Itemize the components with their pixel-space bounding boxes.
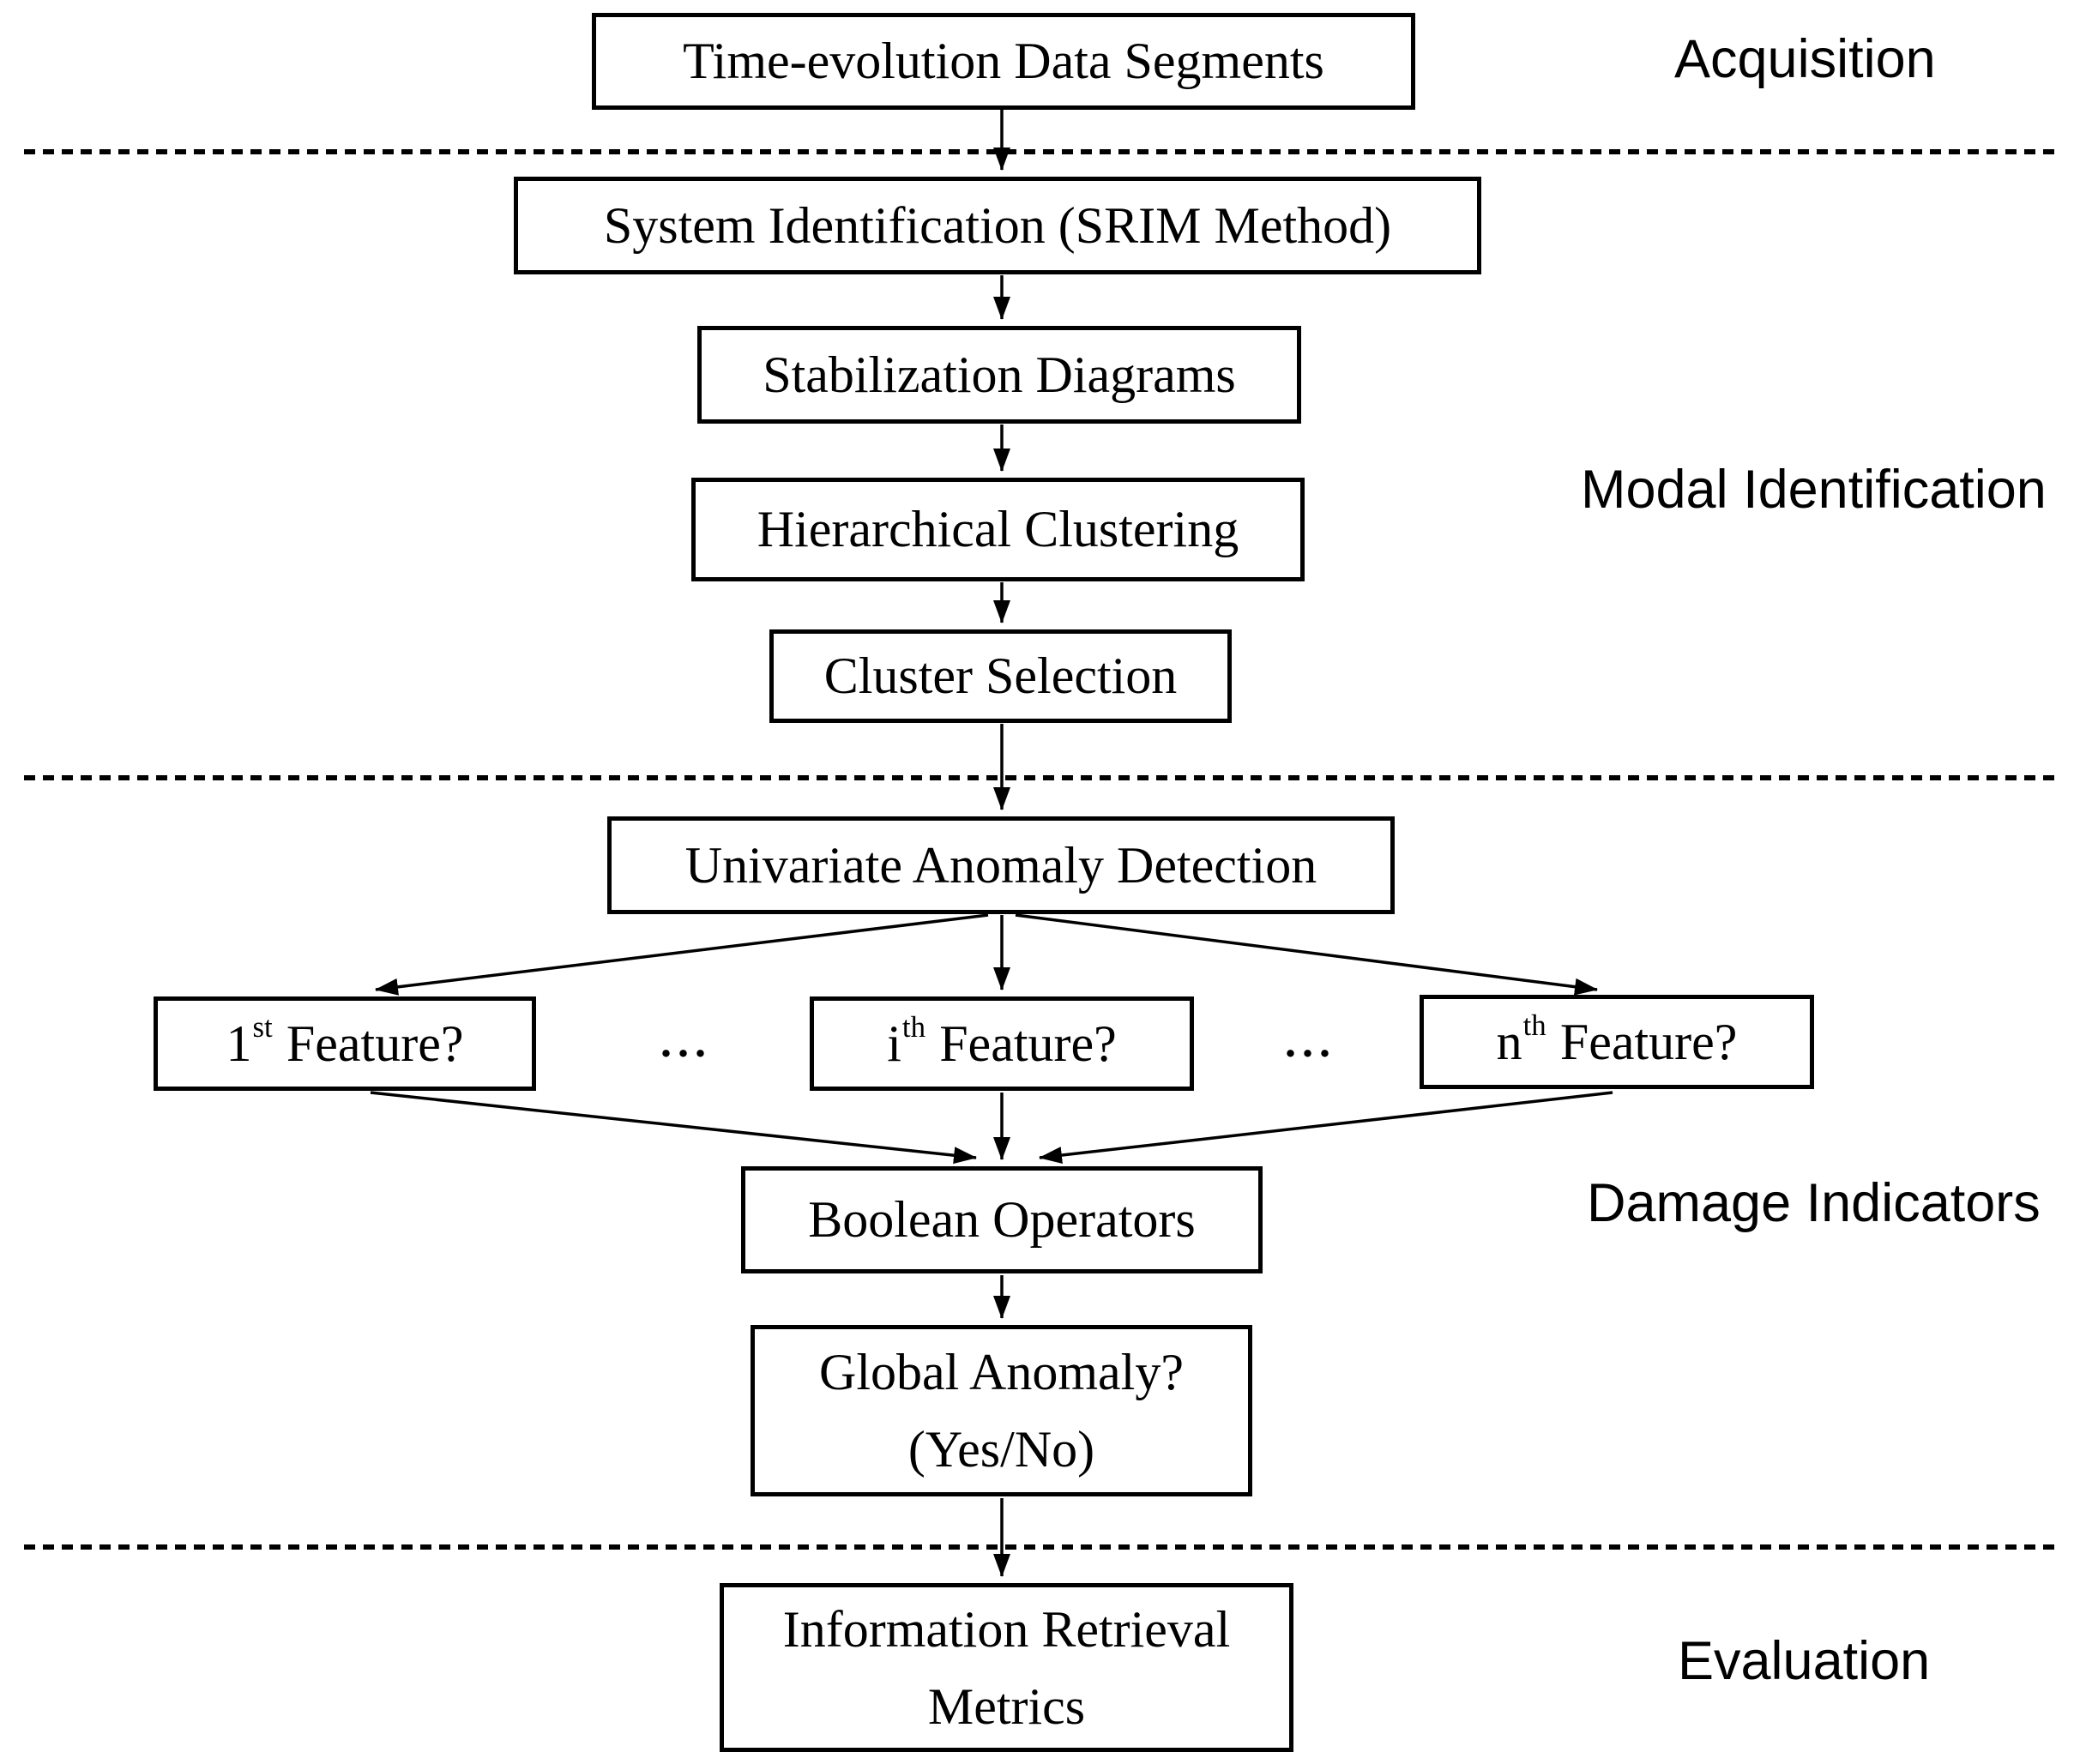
information-retrieval-line2: Metrics xyxy=(927,1677,1086,1735)
nth-feature-base: n xyxy=(1496,1013,1522,1070)
boolean-operators-label: Boolean Operators xyxy=(808,1191,1196,1248)
information-retrieval-metrics-box: Information Retrieval Metrics xyxy=(720,1583,1293,1752)
ellipsis-right: ... xyxy=(1285,1020,1336,1065)
system-identification-box: System Identification (SRIM Method) xyxy=(514,177,1481,274)
stabilization-diagrams-box: Stabilization Diagrams xyxy=(697,326,1301,424)
arrow-f1-to-boolean xyxy=(370,1091,977,1165)
stage-label-damage-indicators: Damage Indicators xyxy=(1587,1173,2041,1233)
ith-feature-base: i xyxy=(887,1014,901,1072)
boolean-operators-box: Boolean Operators xyxy=(741,1166,1263,1273)
time-evolution-data-segments-box: Time-evolution Data Segments xyxy=(592,13,1415,110)
stage-label-acquisition: Acquisition xyxy=(1674,29,1936,89)
global-anomaly-line2: (Yes/No) xyxy=(907,1421,1095,1478)
first-feature-superscript: st xyxy=(252,1009,273,1044)
ith-feature-rest: Feature? xyxy=(939,1014,1117,1072)
ith-feature-superscript: th xyxy=(901,1009,925,1044)
time-evolution-data-segments-label: Time-evolution Data Segments xyxy=(683,33,1324,89)
arrow-fn-to-boolean xyxy=(1039,1091,1613,1164)
arrow-univariate-to-f1 xyxy=(375,913,989,996)
nth-feature-superscript: th xyxy=(1522,1008,1546,1042)
hierarchical-clustering-box: Hierarchical Clustering xyxy=(691,478,1305,581)
univariate-anomaly-detection-box: Univariate Anomaly Detection xyxy=(607,816,1395,914)
ellipsis-left: ... xyxy=(660,1020,712,1065)
ellipsis-right-text: ... xyxy=(1285,1018,1336,1067)
first-feature-rest: Feature? xyxy=(286,1014,464,1072)
stage-label-evaluation: Evaluation xyxy=(1678,1631,1931,1691)
univariate-anomaly-detection-label: Univariate Anomaly Detection xyxy=(684,836,1317,894)
information-retrieval-line1: Information Retrieval xyxy=(782,1600,1231,1658)
cluster-selection-label: Cluster Selection xyxy=(823,647,1178,704)
nth-feature-rest: Feature? xyxy=(1559,1013,1738,1070)
first-feature-base: 1 xyxy=(226,1014,252,1072)
hierarchical-clustering-label: Hierarchical Clustering xyxy=(757,501,1239,557)
global-anomaly-box: Global Anomaly? (Yes/No) xyxy=(751,1325,1252,1496)
ellipsis-left-text: ... xyxy=(660,1018,712,1067)
global-anomaly-line1: Global Anomaly? xyxy=(819,1344,1184,1400)
stabilization-diagrams-label: Stabilization Diagrams xyxy=(763,346,1236,403)
system-identification-label: System Identification (SRIM Method) xyxy=(603,196,1392,254)
cluster-selection-box: Cluster Selection xyxy=(769,629,1232,723)
arrow-univariate-to-fn xyxy=(1015,913,1598,996)
stage-label-modal-identification: Modal Identification xyxy=(1581,460,2047,520)
